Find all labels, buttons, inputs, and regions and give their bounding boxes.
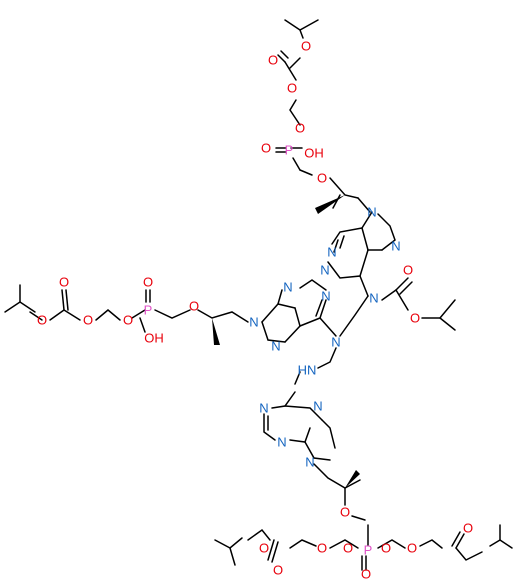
atom-label: N — [283, 280, 292, 295]
atom-label: O — [343, 541, 353, 556]
atom-label: N — [321, 289, 330, 304]
atom-label: OH — [304, 146, 324, 161]
atom-label: O — [37, 313, 47, 328]
atom-label: O — [189, 299, 199, 314]
atom-label: O — [287, 81, 297, 96]
atom-label: O — [403, 263, 413, 278]
atom-label: N — [391, 239, 400, 254]
atom-label: P — [144, 303, 153, 318]
atom-label: O — [407, 541, 417, 556]
atom-label: O — [259, 541, 269, 556]
atom-label: HN — [298, 363, 317, 378]
atom-label: O — [317, 171, 327, 186]
atom-label: N — [331, 335, 340, 350]
atom-label: O — [83, 313, 93, 328]
atom-label: N — [271, 339, 280, 354]
atom-label: O — [340, 505, 350, 520]
atom-label: O — [301, 39, 311, 54]
atom-label: N — [369, 291, 378, 306]
atom-labels: O O O O O P OH O N N N N N O O O O O O O… — [37, 39, 473, 580]
atom-label: O — [463, 521, 473, 536]
atom-label: N — [313, 399, 322, 414]
atom-label: N — [320, 263, 329, 278]
atom-label: O — [273, 563, 283, 578]
atom-label: P — [285, 143, 294, 158]
atom-label: N — [305, 455, 314, 470]
atom-label: N — [259, 401, 268, 416]
atom-label: O — [381, 541, 391, 556]
bond-lines — [4, 19, 513, 571]
atom-label: O — [123, 313, 133, 328]
atom-label: OH — [144, 331, 164, 346]
atom-label: O — [361, 567, 371, 580]
atom-label: O — [143, 275, 153, 290]
atom-label: O — [317, 541, 327, 556]
atom-label: O — [261, 141, 271, 156]
atom-label: P — [364, 543, 373, 558]
atom-label: O — [295, 121, 305, 136]
atom-label: O — [59, 275, 69, 290]
atom-label: N — [327, 245, 336, 260]
atom-label: O — [268, 53, 278, 68]
atom-label: N — [367, 205, 376, 220]
atom-label: N — [277, 435, 286, 450]
atom-label: O — [410, 311, 420, 326]
atom-label: N — [249, 315, 258, 330]
